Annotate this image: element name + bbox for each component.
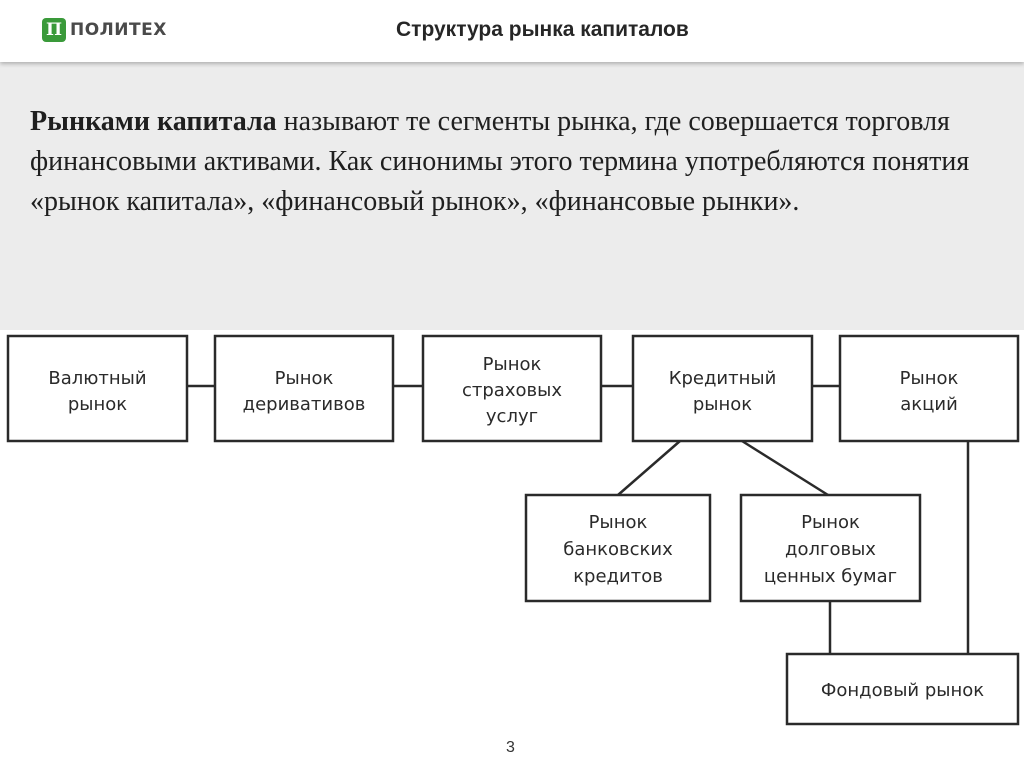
node-label-line: Кредитный: [669, 368, 777, 389]
definition-panel: Рынками капитала называют те сегменты ры…: [0, 62, 1024, 330]
node-label-line: рынок: [68, 394, 127, 415]
node-label-line: Рынок: [589, 512, 648, 533]
node-label-line: страховых: [462, 380, 562, 401]
node-label-line: акций: [900, 394, 958, 415]
node-credit-market: Кредитный рынок: [631, 334, 814, 443]
capital-market-diagram: Валютный рынок Рынок деривативов Рынок с…: [6, 334, 1020, 726]
node-label-line: Валютный: [48, 368, 146, 389]
connector-lines: [187, 384, 970, 654]
node-label-line: деривативов: [243, 394, 366, 415]
node-label-line: кредитов: [573, 566, 663, 587]
node-stock-market: Фондовый рынок: [785, 652, 1020, 726]
slide-title: Структура рынка капиталов: [396, 18, 689, 41]
definition-term: Рынками капитала: [30, 106, 277, 137]
node-label-line: ценных бумаг: [764, 566, 897, 587]
node-label-line: долговых: [785, 539, 876, 560]
node-equity-market: Рынок акций: [838, 334, 1020, 443]
node-fx-market: Валютный рынок: [6, 334, 189, 443]
node-insurance-market: Рынок страховых услуг: [421, 334, 603, 443]
page-number: 3: [506, 739, 515, 756]
node-label-line: Рынок: [275, 368, 334, 389]
node-label-line: Рынок: [801, 512, 860, 533]
node-bank-credit-market: Рынок банковских кредитов: [524, 493, 712, 603]
slide-header: П ПОЛИТЕХ Структура рынка капиталов: [0, 0, 1024, 62]
node-label-line: Рынок: [483, 354, 542, 375]
node-debt-securities-market: Рынок долговых ценных бумаг: [739, 493, 922, 603]
node-derivatives-market: Рынок деривативов: [213, 334, 395, 443]
node-label-line: услуг: [486, 406, 538, 427]
definition-body: называют те сегменты рынка, где совершае…: [30, 106, 970, 217]
logo-mark-icon: П: [42, 18, 66, 42]
logo-text: ПОЛИТЕХ: [70, 20, 167, 40]
node-label-line: Рынок: [900, 368, 959, 389]
node-label-line: рынок: [693, 394, 752, 415]
politech-logo: П ПОЛИТЕХ: [42, 16, 167, 44]
node-label-line: банковских: [563, 539, 673, 560]
node-label-line: Фондовый рынок: [821, 680, 984, 701]
definition-text: Рынками капитала называют те сегменты ры…: [30, 102, 990, 222]
